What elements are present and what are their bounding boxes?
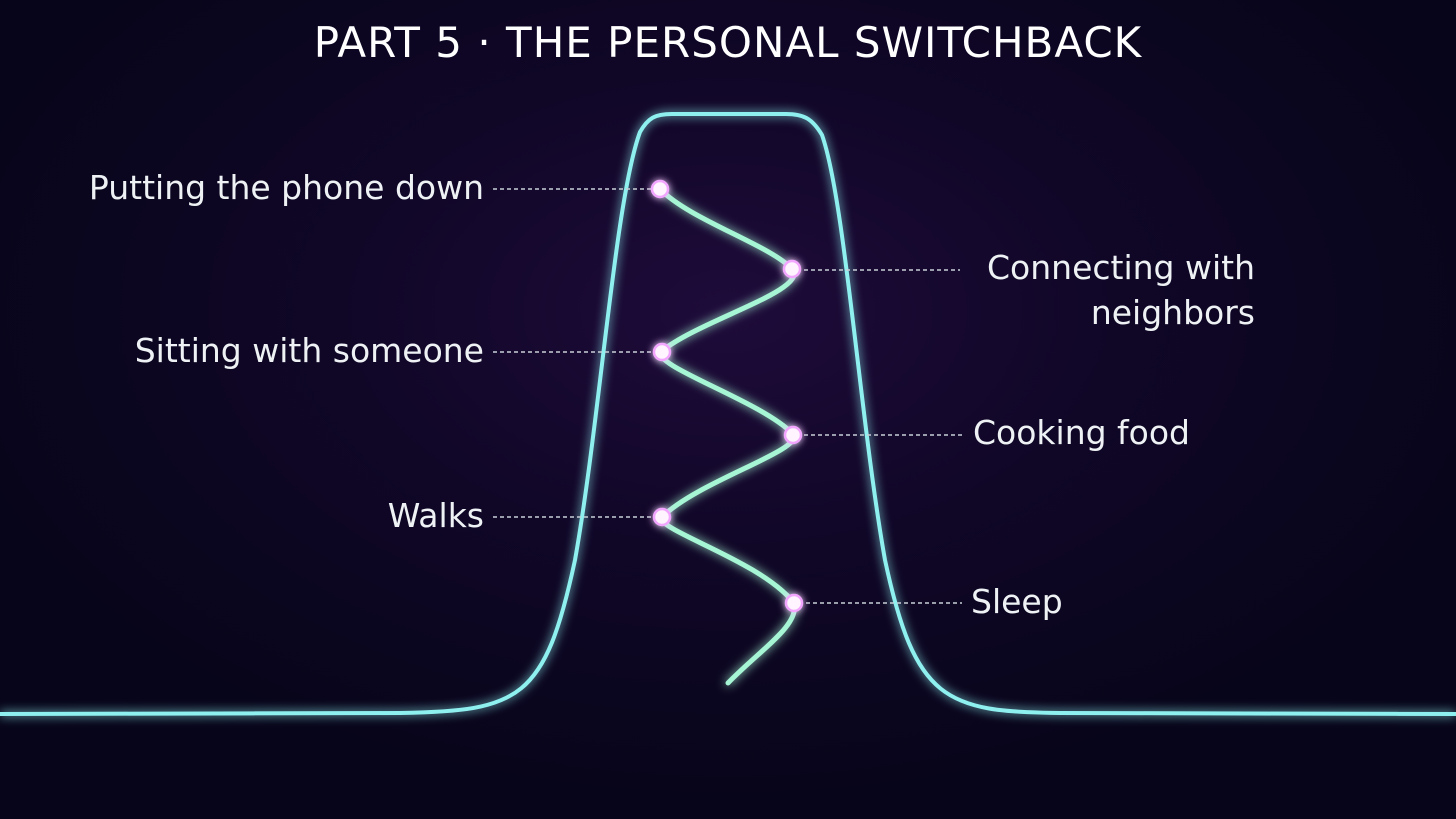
label-neighbors-line-1: Connecting with [987,248,1255,287]
outer-curve [0,112,1456,716]
node-walks [652,507,672,527]
node-sitting [652,342,672,362]
label-sitting: Sitting with someone [134,331,484,370]
page-title: PART 5 · THE PERSONAL SWITCHBACK [313,18,1143,67]
label-sleep: Sleep [971,582,1063,621]
node-cooking [783,425,803,445]
node-sleep [784,593,804,613]
label-neighbors-line-2: neighbors [1090,293,1255,332]
label-phone: Putting the phone down [88,168,484,207]
node-neighbors [782,259,802,279]
switchback-path [657,186,798,686]
label-neighbors: Connecting with neighbors [987,245,1255,335]
label-walks: Walks [387,496,484,535]
label-cooking: Cooking food [973,413,1190,452]
node-phone [650,179,670,199]
